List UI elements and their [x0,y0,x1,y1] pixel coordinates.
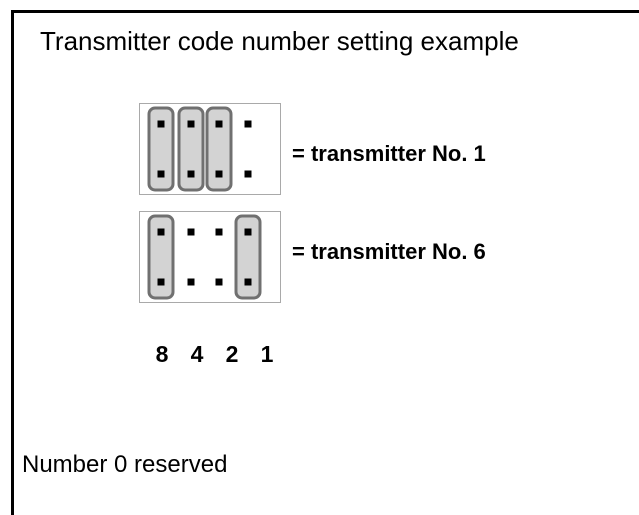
jumper-cap-1-3 [205,106,233,192]
example-2-label: = transmitter No. 6 [292,239,486,264]
jumper-cap-2-1 [147,214,175,300]
jumper-cap-1-1 [147,106,175,192]
bit-weight-1: 1 [260,341,274,367]
pin-1-1-bottom [157,170,165,178]
pin-2-1-top [157,228,165,236]
jumper-pins-example-2 [147,214,262,300]
pin-1-3-bottom [215,170,223,178]
diagram-title: Transmitter code number setting example [40,26,519,56]
pin-1-1-top [157,120,165,128]
pin-1-3-top [215,120,223,128]
footer-note: Number 0 reserved [22,451,228,478]
pin-1-2-top [187,120,195,128]
pin-2-1-bottom [157,278,165,286]
bit-weight-8: 8 [155,341,169,367]
pin-2-2-bottom [187,278,195,286]
pin-2-2-top [187,228,195,236]
bit-weight-labels: 8 4 2 1 [148,339,282,369]
pin-1-4-top [244,120,252,128]
bit-weight-4: 4 [190,341,204,367]
jumper-pins-example-1 [147,106,252,192]
example-1-label: = transmitter No. 1 [292,141,486,166]
bit-weight-2: 2 [225,341,239,367]
jumper-block-example-2 [139,211,281,303]
jumper-cap-2-4 [234,214,262,300]
pin-2-3-top [215,228,223,236]
diagram-frame [11,10,639,515]
pin-2-4-top [244,228,252,236]
pin-2-4-bottom [244,278,252,286]
jumper-block-example-1 [139,103,281,195]
jumper-cap-1-2 [177,106,205,192]
pin-1-4-bottom [244,170,252,178]
pin-2-3-bottom [215,278,223,286]
pin-1-2-bottom [187,170,195,178]
